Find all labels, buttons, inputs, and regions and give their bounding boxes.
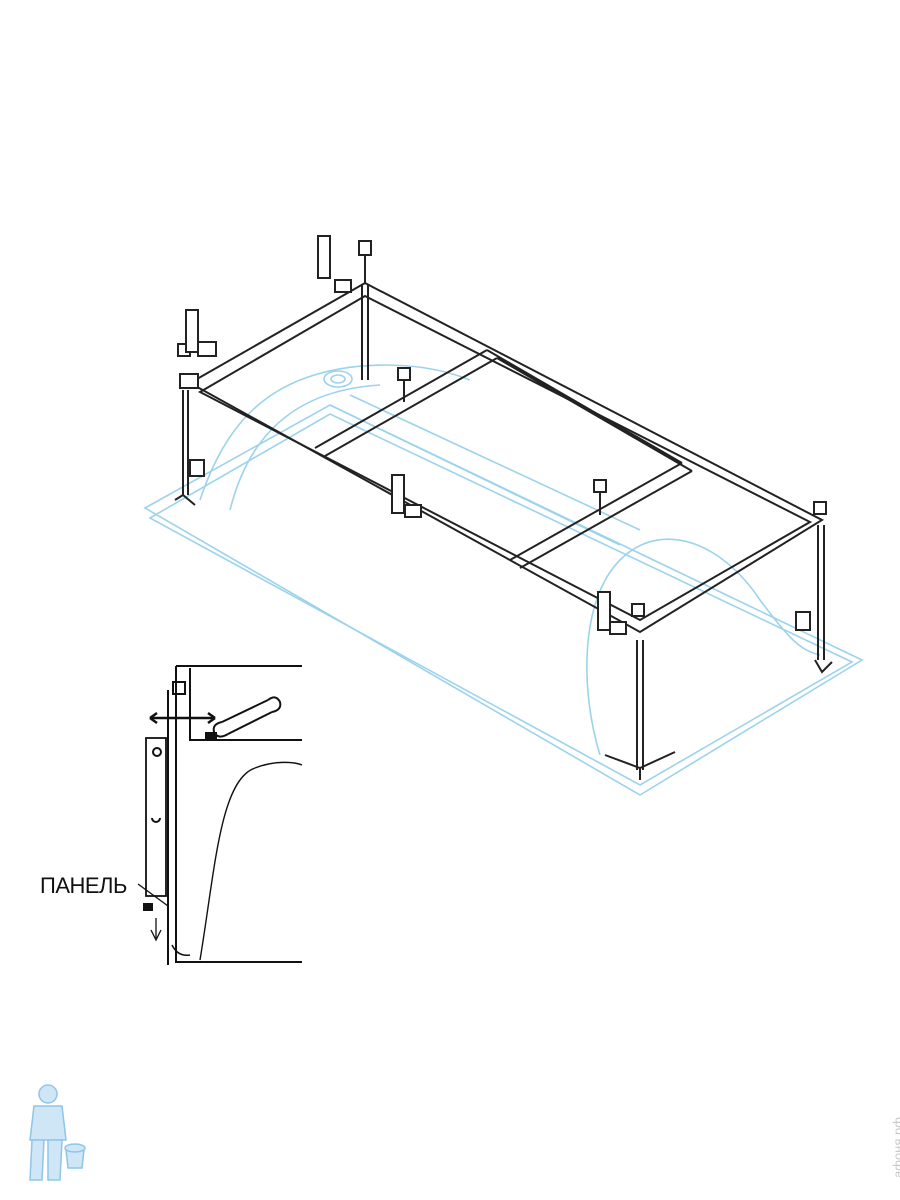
- screw-icon: [143, 903, 153, 911]
- bathtub-outline: [143, 364, 864, 796]
- panel-mount-detail-inset: [137, 665, 303, 965]
- mascot-plumber-icon: [29, 1084, 86, 1181]
- steel-frame: [174, 235, 833, 780]
- watermark: афоня.рф: [890, 1117, 900, 1178]
- wrench-icon: [212, 696, 282, 738]
- panel-label: ПАНЕЛЬ: [40, 873, 127, 898]
